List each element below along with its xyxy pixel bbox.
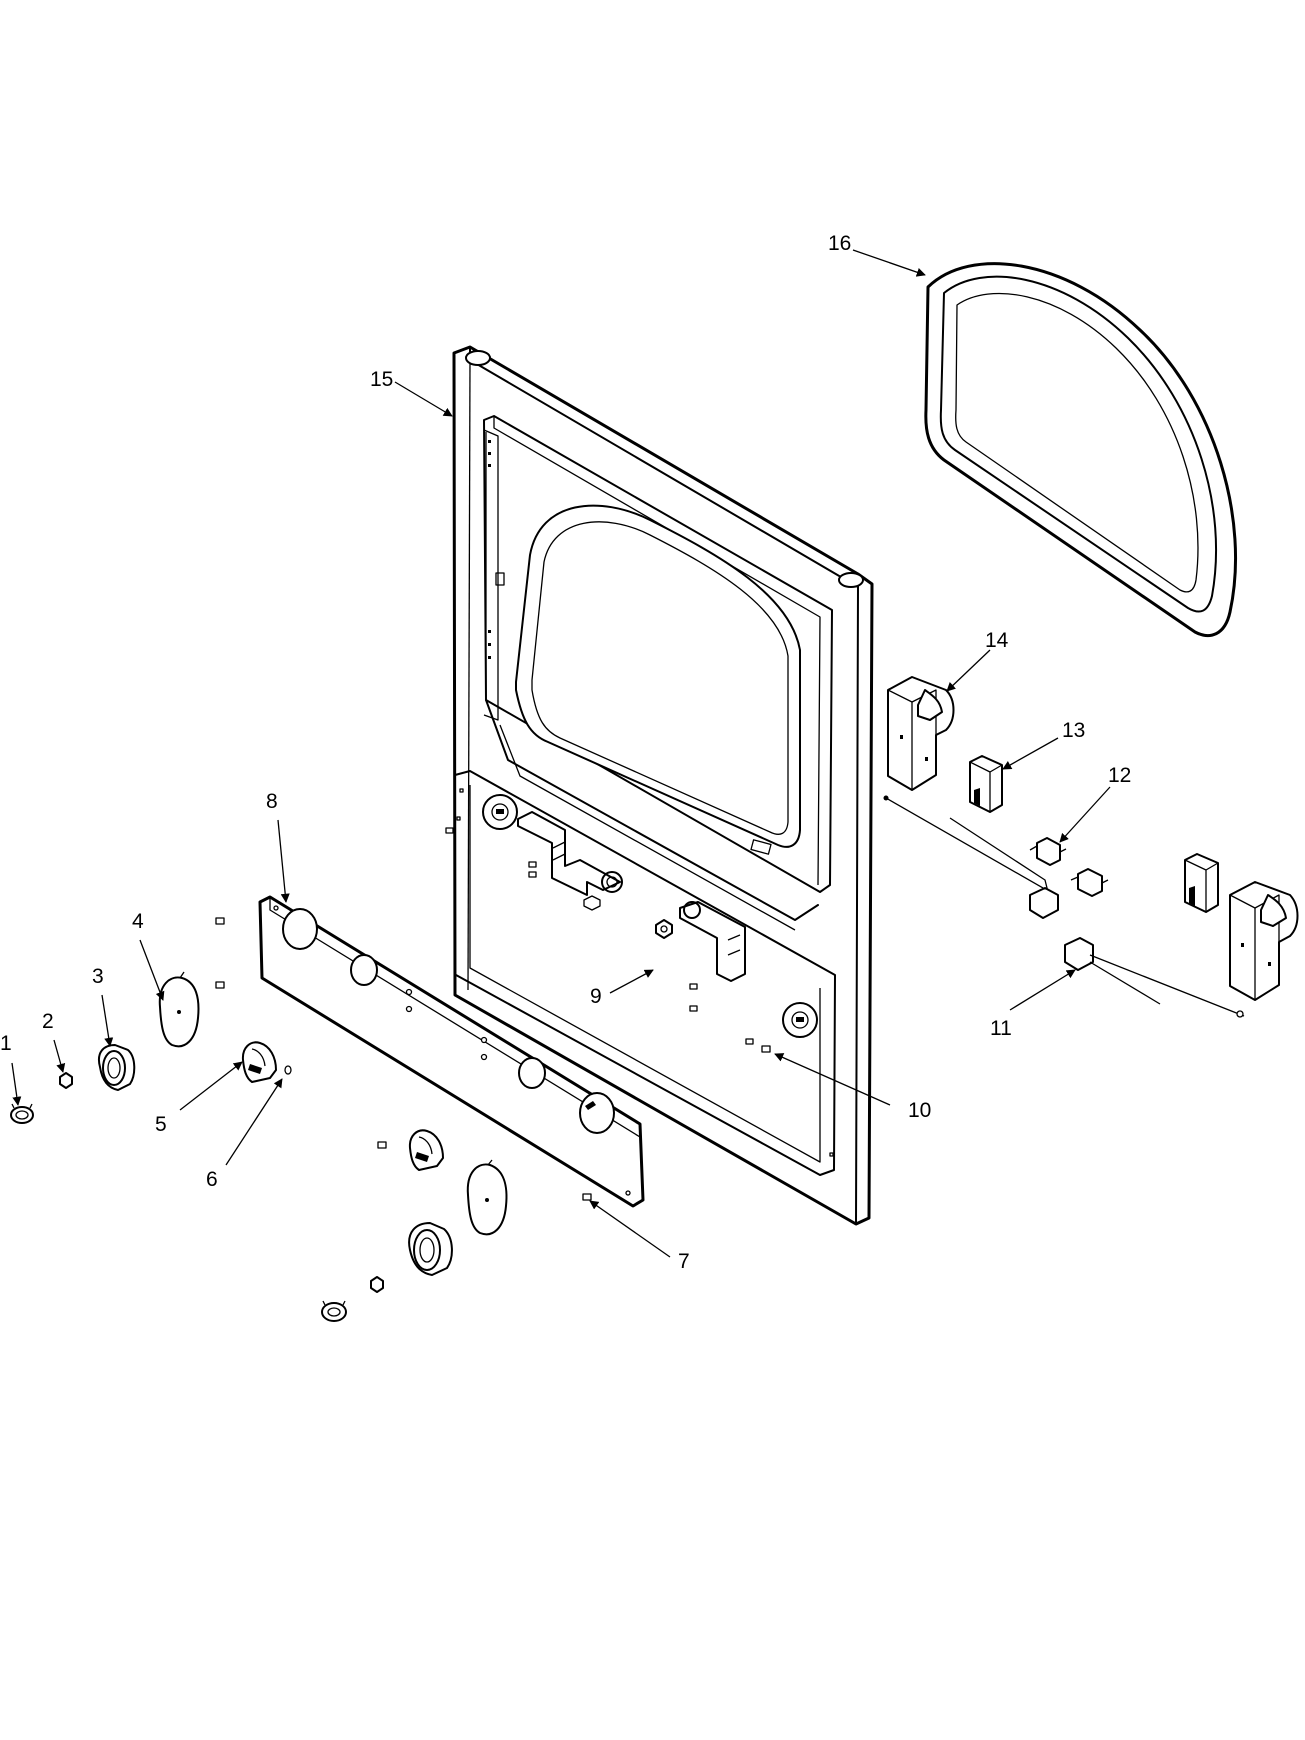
callout-12: 12 [1108,764,1131,787]
wire-harness-part-11 [883,795,1245,1018]
callout-8: 8 [266,790,278,813]
callout-2: 2 [42,1010,54,1033]
callout-15: 15 [370,368,393,391]
switch-part-12 [1029,837,1109,897]
callout-1: 1 [0,1032,12,1055]
knob-part-5 [241,1041,277,1083]
callout-4: 4 [132,910,144,933]
callout-9: 9 [590,985,602,1008]
callout-11: 11 [990,1017,1012,1040]
knob-ring-part-3 [98,1044,136,1091]
callout-16: 16 [828,232,851,255]
knob-duplicate [408,1129,444,1171]
leader-lines [11,249,1111,1258]
callout-3: 3 [92,965,104,988]
knob-skirt-duplicate [466,1159,508,1236]
control-panel-plate-part [258,895,645,1208]
callout-13: 13 [1062,719,1085,742]
callout-6: 6 [206,1168,218,1191]
knob-skirt-part-4 [158,971,200,1048]
nut-part-2 [59,1072,73,1089]
nut-duplicate [370,1276,384,1293]
clip-ring-duplicate [321,1300,347,1322]
knob-ring-duplicate [408,1222,453,1276]
front-panel-part [445,345,874,1226]
callout-7: 7 [678,1250,690,1273]
switch-actuator-duplicate [1184,853,1219,913]
screw-part-7 [582,1193,592,1201]
switch-actuator-part-13 [969,755,1003,813]
loose-screws [215,917,387,1149]
switch-housing-part-14 [887,676,955,791]
switch-housing-duplicate [1229,881,1299,1001]
screw-part-10 [761,1045,771,1053]
callout-10: 10 [908,1099,931,1122]
door-gasket-part [924,262,1237,637]
setscrew-part-6 [284,1065,292,1075]
callout-labels: 1 2 3 4 5 6 7 8 9 10 11 12 13 14 15 16 [0,232,1131,1273]
clip-ring-part-1 [10,1103,34,1124]
callout-5: 5 [155,1113,167,1136]
nut-part-9 [655,919,673,939]
panel-screws [445,827,754,1045]
callout-14: 14 [985,629,1009,652]
